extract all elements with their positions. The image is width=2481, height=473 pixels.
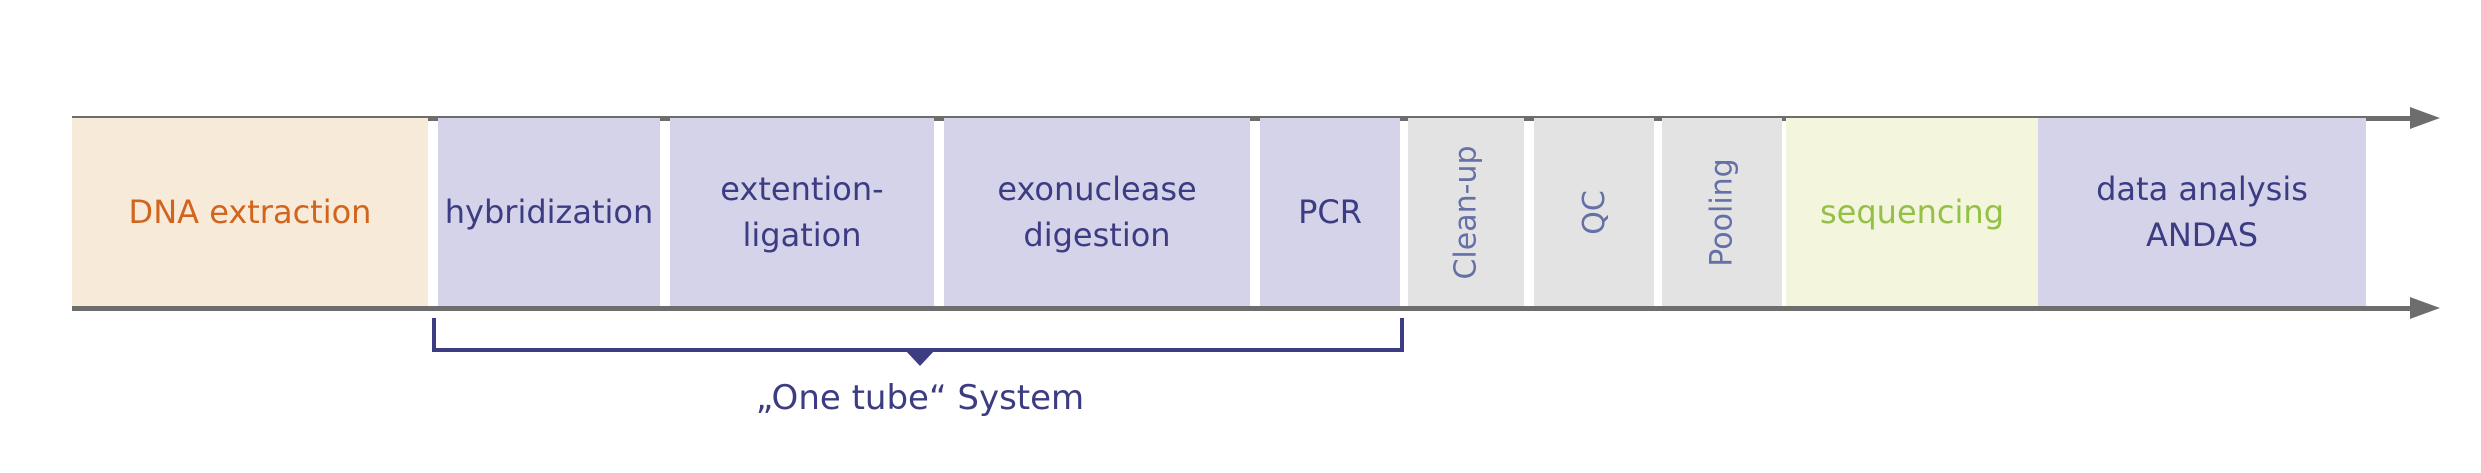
timeline-bottom-line [72, 306, 2412, 311]
step-pooling: Pooling [1662, 118, 1782, 306]
step-pcr: PCR [1260, 118, 1400, 306]
step-label: DNA extraction [128, 193, 372, 231]
timeline-top-arrowhead [2410, 107, 2440, 129]
bracket-line [432, 318, 1404, 352]
timeline-bottom-arrowhead [2410, 297, 2440, 319]
one-tube-system-label: „One tube“ System [755, 378, 1085, 418]
step-extension-ligation: extention- ligation [670, 118, 934, 306]
bracket-pointer [905, 350, 935, 366]
step-hybridization: hybridization [438, 118, 660, 306]
step-clean-up: Clean-up [1408, 118, 1524, 306]
step-qc: QC [1534, 118, 1654, 306]
step-data-analysis: data analysis ANDAS [2038, 118, 2366, 306]
step-label: PCR [1298, 193, 1362, 231]
step-sequencing: sequencing [1786, 118, 2038, 306]
step-label: exonuclease digestion [997, 170, 1197, 254]
step-label: data analysis ANDAS [2096, 170, 2308, 254]
step-dna-extraction: DNA extraction [72, 118, 428, 306]
step-exonuclease-digestion: exonuclease digestion [944, 118, 1250, 306]
step-label: sequencing [1820, 193, 2004, 231]
step-label: hybridization [444, 193, 654, 231]
step-label: extention- ligation [720, 170, 884, 254]
